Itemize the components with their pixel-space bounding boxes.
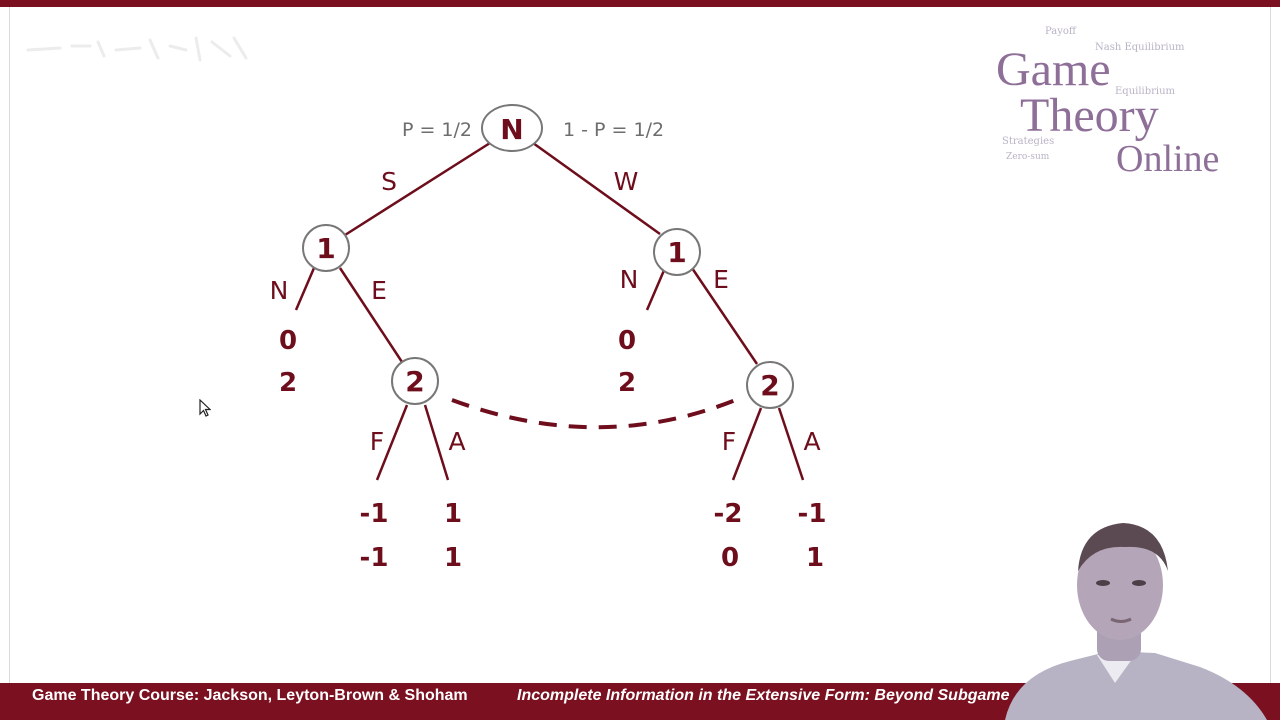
logo-word-game: Game [996, 43, 1111, 96]
information-set-dashed-line [451, 397, 739, 430]
slide-right-border [1270, 7, 1271, 683]
right-p1-node-label: 1 [667, 236, 686, 269]
logo-cloud-word: Nash Equilibrium [1095, 42, 1185, 53]
course-title: Game Theory Course: Jackson, Leyton-Brow… [32, 687, 468, 704]
player2-node-left [391, 357, 439, 405]
right-p2-node-label: 2 [760, 369, 779, 402]
action-w-label: W [614, 167, 639, 196]
right-action-a-label: A [803, 427, 820, 456]
top-accent-bar [0, 0, 1280, 7]
faded-slide-title [26, 36, 248, 62]
payoff-left-a-p1: 1 [444, 499, 462, 529]
logo-word-online: Online [1116, 138, 1220, 180]
slide-left-border [9, 7, 10, 683]
edge-left-p2-f [375, 404, 409, 481]
edge-left-p1-e [338, 267, 404, 363]
left-action-e-label: E [371, 276, 387, 305]
action-s-label: S [381, 167, 397, 196]
player1-node-left [302, 224, 350, 272]
chance-node-root [481, 104, 543, 152]
payoff-left-f-p1: -1 [360, 499, 389, 529]
payoff-left-a-p2: 1 [444, 543, 462, 573]
payoff-right-n-p2: 2 [618, 368, 636, 398]
logo-cloud-word: Zero-sum [1006, 152, 1050, 162]
payoff-left-n-p1: 0 [279, 326, 297, 356]
player1-node-right [653, 228, 701, 276]
edge-right-p1-e [690, 267, 759, 365]
left-p1-node-label: 1 [316, 232, 335, 265]
logo-cloud-word: Payoff [1045, 26, 1077, 37]
payoff-right-n-p1: 0 [618, 326, 636, 356]
lecture-title: Incomplete Information in the Extensive … [517, 687, 1010, 704]
edge-root-w [532, 141, 661, 236]
right-action-e-label: E [713, 265, 729, 294]
edge-left-p1-n [294, 267, 316, 311]
logo-cloud-word: Equilibrium [1115, 86, 1176, 97]
left-action-n-label: N [270, 276, 289, 305]
edge-right-p2-a [777, 407, 805, 481]
payoff-right-f-p1: -2 [714, 499, 743, 529]
edge-right-p2-f [731, 407, 763, 481]
right-action-f-label: F [722, 427, 736, 456]
prob-left-label: P = 1/2 [402, 119, 472, 141]
left-action-a-label: A [448, 427, 465, 456]
mouse-pointer-icon [199, 399, 211, 417]
game-theory-online-logo: Payoff Nash Equilibrium Equilibrium Stra… [990, 22, 1260, 192]
edge-root-s [344, 141, 491, 237]
logo-word-theory: Theory [1020, 89, 1159, 142]
logo-cloud-word: Strategies [1002, 136, 1055, 147]
player2-node-right [746, 361, 794, 409]
left-action-f-label: F [370, 427, 384, 456]
payoff-left-f-p2: -1 [360, 543, 389, 573]
payoff-right-a-p2: 1 [806, 543, 824, 573]
left-p2-node-label: 2 [405, 365, 424, 398]
payoff-right-a-p1: -1 [798, 499, 827, 529]
edge-right-p1-n [645, 267, 667, 311]
payoff-left-n-p2: 2 [279, 368, 297, 398]
right-action-n-label: N [620, 265, 639, 294]
payoff-right-f-p2: 0 [721, 543, 739, 573]
root-node-label: N [500, 113, 523, 146]
prob-right-label: 1 - P = 1/2 [563, 119, 664, 141]
presenter-webcam-video [1005, 523, 1267, 720]
extensive-form-game-tree: N 1 1 2 2 P = 1/2 1 - P = 1/2 S W N E N … [270, 104, 827, 573]
edge-left-p2-a [423, 404, 450, 481]
